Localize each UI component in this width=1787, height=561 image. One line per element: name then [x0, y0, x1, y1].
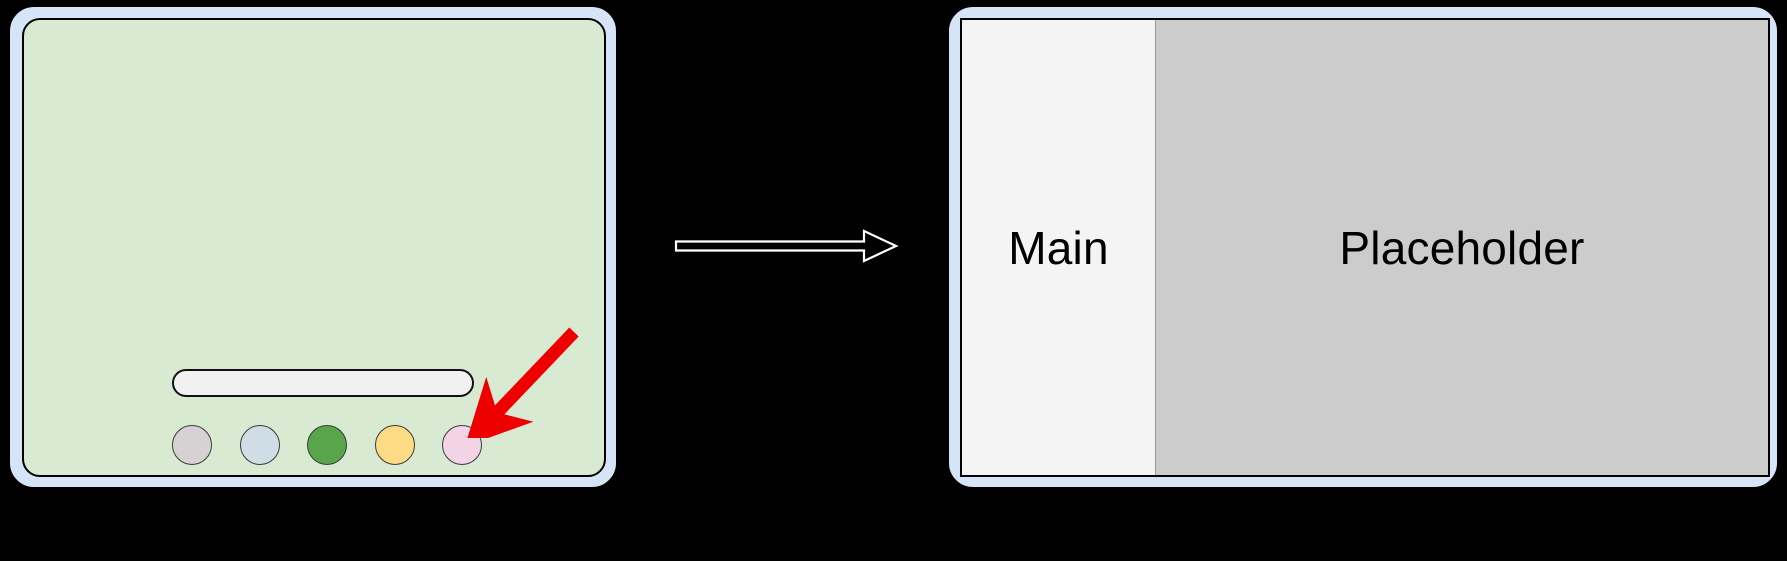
split-pane-placeholder[interactable]: Placeholder [1156, 20, 1768, 475]
red-pointer-arrow-icon [464, 327, 579, 438]
pane-placeholder-label: Placeholder [1339, 221, 1585, 274]
right-tablet-frame: Main Placeholder [947, 5, 1779, 489]
split-pane-main[interactable]: Main [962, 20, 1156, 475]
app-icon-2[interactable] [239, 425, 280, 465]
app-icon-3[interactable] [307, 425, 347, 465]
dock-search-bar[interactable] [172, 369, 474, 397]
app-icon-5[interactable] [442, 425, 482, 465]
transition-arrow-icon [674, 229, 899, 263]
left-tablet-frame [8, 5, 618, 489]
left-tablet-screen [22, 18, 606, 477]
right-tablet-screen: Main Placeholder [960, 18, 1770, 477]
home-indicator-bar[interactable] [290, 475, 354, 477]
pane-main-label: Main [1008, 221, 1109, 274]
app-icon-4[interactable] [374, 425, 415, 465]
app-icon-1[interactable] [172, 425, 212, 465]
dock-app-row [172, 423, 482, 467]
